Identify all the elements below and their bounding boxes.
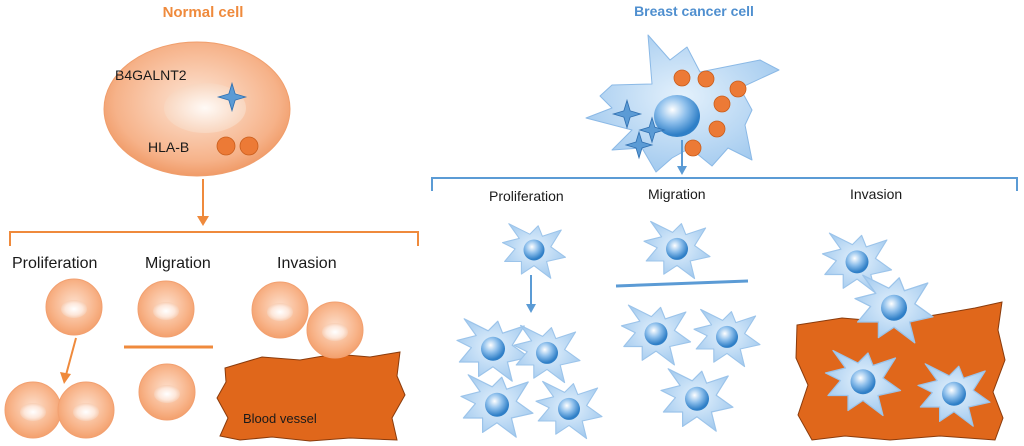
cancer-daughter-cell xyxy=(456,318,530,382)
cancer-cell xyxy=(585,34,780,173)
hla-b-dot xyxy=(697,70,715,88)
normal-cell-title: Normal cell xyxy=(163,4,244,21)
normal-cell xyxy=(103,41,291,177)
cancer-invasion-label: Invasion xyxy=(850,186,902,202)
cancer-cell-title: Breast cancer cell xyxy=(634,3,754,19)
normal-proliferation-arrow xyxy=(60,337,77,384)
normal-migration-label: Migration xyxy=(145,255,211,272)
hla-b-dot xyxy=(708,120,726,138)
hla-b-dot xyxy=(713,95,731,113)
blood-vessel-label: Blood vessel xyxy=(243,411,317,426)
cancer-migrating-cell xyxy=(620,304,692,366)
cancer-proliferating-cell xyxy=(501,223,567,279)
hla-b-label: HLA-B xyxy=(148,139,189,155)
normal-invading-cell xyxy=(306,301,364,359)
cancer-cell-nucleus xyxy=(654,95,700,137)
normal-migrating-cell xyxy=(138,363,196,421)
cancer-migrating-cell xyxy=(643,220,711,280)
hla-b-dot xyxy=(729,80,747,98)
hla-b-dot xyxy=(673,69,691,87)
normal-bracket xyxy=(9,231,419,246)
cancer-migrating-cell xyxy=(693,308,761,368)
cancer-daughter-cell xyxy=(535,380,603,440)
b4galnt2-label: B4GALNT2 xyxy=(115,67,187,83)
cancer-proliferation-label: Proliferation xyxy=(489,188,564,204)
normal-invading-cell xyxy=(251,281,309,339)
hla-b-dot xyxy=(239,136,259,156)
normal-daughter-cell xyxy=(57,381,115,439)
normal-proliferation-label: Proliferation xyxy=(12,255,97,272)
normal-proliferating-cell xyxy=(45,278,103,336)
normal-migrating-cell xyxy=(137,280,195,338)
hla-b-dot xyxy=(216,136,236,156)
normal-daughter-cell xyxy=(4,381,62,439)
cancer-migration-label: Migration xyxy=(648,186,706,202)
cancer-migration-barrier xyxy=(615,279,749,288)
normal-invasion-label: Invasion xyxy=(277,255,337,272)
cancer-daughter-cell xyxy=(460,374,534,438)
hla-b-dot xyxy=(684,139,702,157)
cancer-bracket xyxy=(431,177,1018,191)
normal-down-arrow xyxy=(197,179,209,226)
cancer-proliferation-arrow xyxy=(526,275,536,313)
normal-blood-vessel xyxy=(216,351,406,442)
cancer-migrating-cell xyxy=(660,368,734,432)
cancer-down-arrow xyxy=(677,140,687,175)
